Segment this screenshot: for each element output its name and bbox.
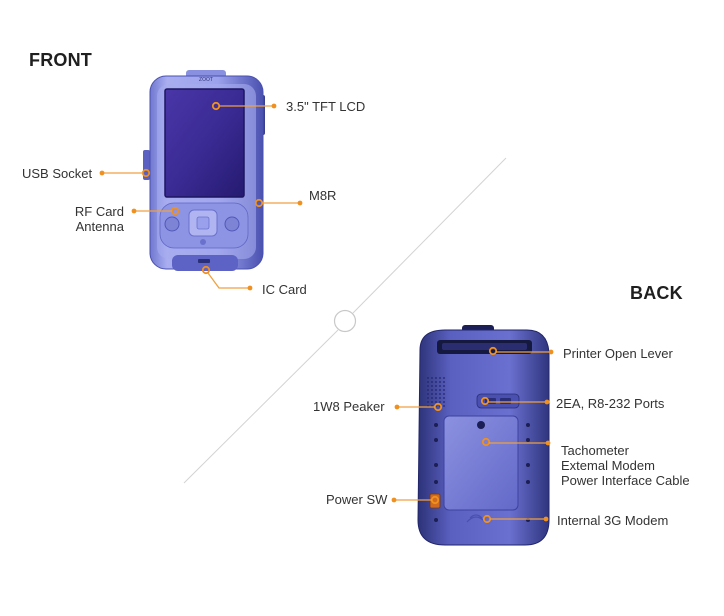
back-title: BACK bbox=[630, 283, 683, 303]
divider-circle bbox=[333, 309, 357, 333]
label-ic-card: IC Card bbox=[262, 282, 307, 297]
callout-speaker-marker bbox=[394, 402, 443, 412]
label-tft-lcd: 3.5" TFT LCD bbox=[286, 99, 366, 114]
label-power-sw: Power SW bbox=[326, 492, 388, 507]
label-printer-open-lever: Printer Open Lever bbox=[563, 346, 673, 361]
label-m8r: M8R bbox=[309, 188, 337, 203]
label-rf-card-line1: RF Card bbox=[74, 204, 124, 219]
lcd-screen bbox=[164, 88, 245, 198]
callout-ports-marker bbox=[480, 396, 550, 406]
label-tachometer: Tachometer bbox=[561, 443, 629, 458]
callout-power-marker bbox=[391, 495, 440, 505]
label-usb-socket: USB Socket bbox=[22, 166, 93, 181]
label-internal-3g-modem: Internal 3G Modem bbox=[557, 513, 669, 528]
label-rf-card-line2: Antenna bbox=[75, 219, 124, 234]
callout-m8r-marker bbox=[254, 198, 303, 208]
label-external-modem: Extemal Modem bbox=[561, 458, 655, 473]
divider-line-upper bbox=[352, 157, 507, 314]
callout-printer-marker bbox=[488, 346, 554, 356]
front-title: FRONT bbox=[29, 50, 92, 70]
callout-usb-marker bbox=[99, 168, 151, 178]
callout-tacho-marker bbox=[481, 437, 551, 447]
label-power-interface-cable: Power Interface Cable bbox=[561, 473, 690, 488]
back-device bbox=[417, 325, 550, 546]
label-tachometer-group: Tachometer Extemal Modem Power Interface… bbox=[561, 443, 690, 488]
label-rf-card-antenna: RF Card Antenna bbox=[60, 204, 124, 234]
label-rs232-ports: 2EA, R8-232 Ports bbox=[556, 396, 665, 411]
callout-modem-marker bbox=[482, 514, 549, 524]
front-device: ZOOT bbox=[143, 70, 265, 271]
divider-line-lower bbox=[183, 329, 339, 484]
callout-rf-marker bbox=[131, 206, 180, 216]
callout-ic-marker bbox=[201, 265, 253, 291]
device-brand-label: ZOOT bbox=[199, 77, 213, 83]
callout-lcd-marker bbox=[211, 101, 277, 111]
label-speaker: 1W8 Peaker bbox=[313, 399, 385, 414]
